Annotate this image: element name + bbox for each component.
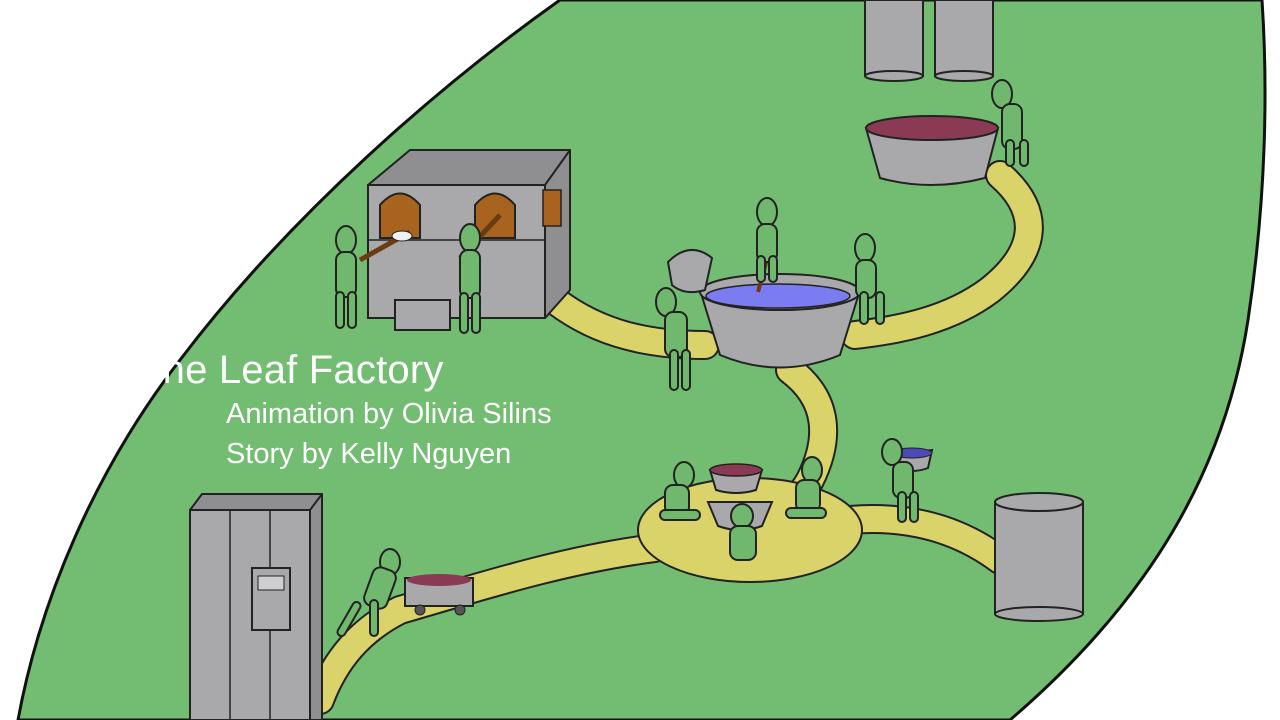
workers — [335, 79, 1029, 637]
story-credit: Story by Kelly Nguyen — [226, 438, 512, 470]
berry-cart — [404, 574, 474, 616]
storage-tank — [994, 492, 1084, 622]
animation-credit: Animation by Olivia Silins — [226, 398, 552, 430]
video-title: The Leaf Factory — [138, 348, 444, 392]
top-silos — [864, 0, 994, 82]
cauldron — [666, 229, 862, 369]
berry-bowl-top — [864, 115, 1000, 186]
machine-cabinet — [189, 493, 323, 720]
